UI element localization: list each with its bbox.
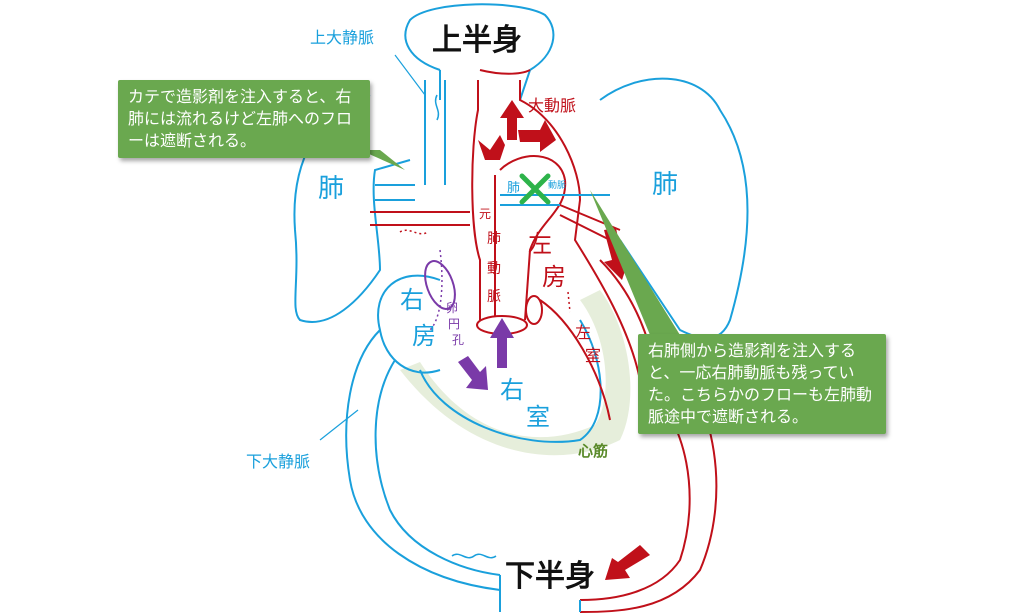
aorta-vessel — [471, 80, 641, 381]
pulmonary-vein-sub-label: 動脈 — [548, 181, 567, 191]
dotted-arrow-1 — [399, 229, 429, 235]
foramen-dotted-path — [429, 249, 443, 331]
blocked-x-icon — [519, 173, 551, 205]
right-lung-outline — [599, 77, 749, 340]
svc-label: 上大静脈 — [310, 28, 375, 47]
right-ventricle-outline — [419, 319, 602, 443]
right-lung-label: 肺 — [652, 170, 679, 200]
main-pa-char-3: 動 — [487, 261, 501, 277]
foramen-label-3: 孔 — [452, 333, 465, 347]
svc-vessel — [375, 80, 446, 201]
upper-body-red-edge — [479, 69, 531, 75]
left-callout: カテで造影剤を注入すると、右肺には流れるけど左肺へのフローは遮断される。 — [118, 80, 370, 158]
la-label-2: 房 — [542, 263, 566, 291]
aorta-arrow-up — [500, 100, 524, 140]
lower-body-outline — [499, 575, 581, 612]
pulmonary-branches — [370, 204, 621, 246]
left-callout-tail — [360, 150, 405, 170]
lower-body-label: 下半身 — [505, 559, 595, 594]
aorta-label: 大動脈 — [528, 96, 577, 115]
svc-pointer — [394, 54, 426, 96]
left-lung-label: 肺 — [318, 174, 345, 204]
pa-arrow-up — [490, 318, 514, 368]
main-pa-char-1: 元 — [479, 207, 492, 221]
lower-body-arrow — [605, 545, 650, 580]
right-callout-tail — [590, 190, 680, 335]
pulmonary-vein-label: 肺 — [507, 181, 521, 196]
foramen-label-2: 円 — [448, 317, 461, 331]
foramen-label-1: 卵 — [446, 301, 459, 315]
main-pa-char-2: 肺 — [487, 231, 501, 247]
right-callout: 右肺側から造影剤を注入すると、一応右肺動脈も残っていた。こちらかのフローも左肺動… — [638, 334, 886, 434]
aortic-valve — [525, 295, 543, 325]
main-pa-char-4: 脈 — [487, 289, 501, 305]
left-callout-text: カテで造影剤を注入すると、右肺には流れるけど左肺へのフローは遮断される。 — [128, 87, 353, 150]
rv-label-1: 右 — [500, 376, 524, 404]
rv-arrow — [458, 356, 488, 390]
wavy-arrow-svc — [434, 94, 440, 121]
upper-body-outline — [404, 3, 555, 101]
main-pa-vessel — [494, 155, 567, 321]
foramen-ovale-ellipse — [424, 260, 456, 310]
ivc-label: 下大静脈 — [246, 452, 311, 471]
dotted-arrow-2 — [567, 291, 571, 313]
ivc-outer-loop — [345, 329, 501, 591]
la-label-1: 左 — [528, 230, 552, 258]
ra-label-2: 房 — [412, 322, 436, 350]
upper-body-label: 上半身 — [432, 23, 522, 58]
right-atrium-outline — [377, 274, 441, 374]
ra-label-1: 右 — [400, 286, 424, 314]
lv-label-2: 室 — [585, 346, 602, 365]
right-callout-text: 右肺側から造影剤を注入すると、一応右肺動脈も残っていた。こちらかのフローも左肺動… — [648, 341, 873, 426]
ivc-pointer — [319, 409, 359, 441]
aorta-arrow-left — [478, 135, 505, 160]
lv-label-1: 左 — [575, 323, 592, 342]
rv-label-2: 室 — [526, 403, 550, 431]
myocardium-label: 心筋 — [578, 442, 609, 460]
aorta-arrow-right — [518, 120, 556, 152]
wavy-arrow-ivc — [451, 553, 497, 559]
